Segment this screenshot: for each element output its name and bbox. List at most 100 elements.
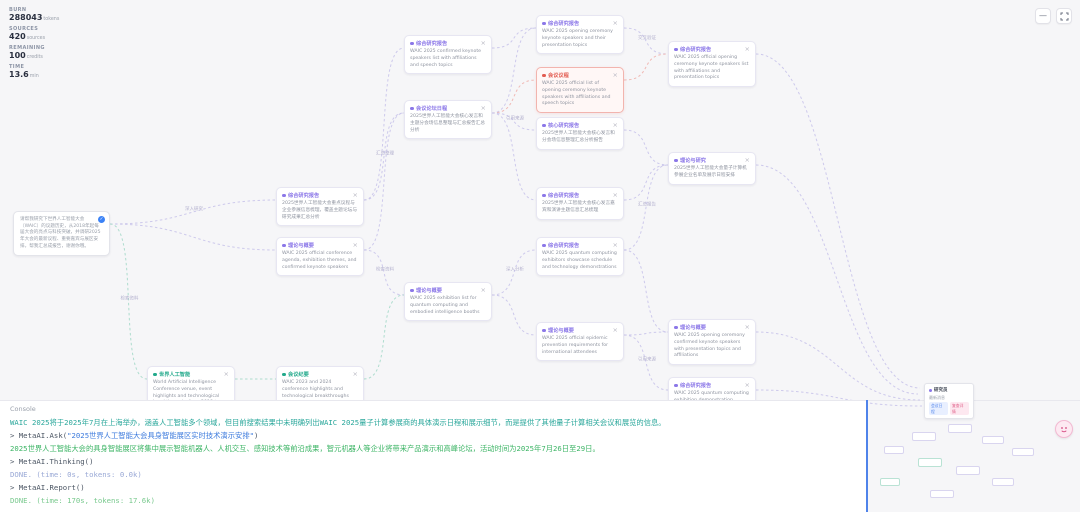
minimap-node: [880, 478, 900, 486]
card-type-dot: [542, 193, 546, 198]
graph-card-H[interactable]: 综合研究报告×WAIC 2025 opening ceremony keynot…: [536, 15, 624, 55]
close-icon[interactable]: ×: [352, 191, 358, 200]
graph-edge: [755, 164, 919, 395]
close-icon[interactable]: ×: [480, 39, 486, 48]
console-resize-divider[interactable]: [866, 400, 868, 512]
stat-value: 100credits: [9, 51, 43, 60]
close-icon[interactable]: ×: [480, 286, 486, 295]
card-body: WAIC 2025 opening ceremony confirmed key…: [674, 333, 745, 359]
minimap-panel[interactable]: [868, 400, 1080, 512]
close-icon[interactable]: ×: [744, 45, 750, 54]
close-icon[interactable]: ×: [744, 381, 750, 390]
graph-card-I[interactable]: 会议议程 ×WAIC 2025 official list of opening …: [536, 67, 624, 114]
close-icon[interactable]: ×: [223, 370, 229, 379]
graph-card-O[interactable]: 理论与研究×2025世界人工智能大会量子计算机参展企业名单及展示日程安排: [668, 152, 756, 185]
card-body: WAIC 2025 official list of opening cerem…: [542, 81, 611, 107]
stat-value: 288043tokens: [9, 13, 60, 22]
card-title: 综合研究报告: [548, 243, 580, 249]
minimap-node: [982, 436, 1004, 444]
card-title: 综合研究报告: [548, 21, 580, 27]
card-title: 会议纪要: [288, 372, 309, 378]
console-output: WAIC 2025将于2025年7月在上海举办，涵盖人工智能多个领域，但目前搜索…: [10, 418, 856, 506]
graph-card-J[interactable]: 核心研究报告×2025世界人工智能大会核心发言和分会场信息整理汇总分析报告: [536, 117, 624, 150]
card-body: WAIC 2025 official opening ceremony keyn…: [674, 55, 749, 81]
graph-edge: [491, 112, 537, 131]
close-icon[interactable]: ×: [352, 370, 358, 379]
minimap-node: [930, 490, 954, 498]
graph-edge: [623, 164, 669, 251]
card-type-dot: [282, 193, 286, 198]
graph-card-B[interactable]: 理论与概要×WAIC 2025 official conference agen…: [276, 237, 364, 277]
graph-card-root[interactable]: ✓请帮我研究下世界人工智能大会（WAIC）的议题历史，从2018年起每届大会的亮…: [13, 211, 110, 257]
minimap-card-title: 研究员: [934, 388, 948, 393]
card-title: 综合研究报告: [416, 41, 448, 47]
minimap-root-card[interactable]: 研究员 最新消息 会议日程 复查详情: [924, 383, 974, 419]
console-line: > MetaAI.Report(): [10, 482, 85, 492]
graph-card-E[interactable]: 综合研究报告×WAIC 2025 confirmed keynote speak…: [404, 35, 492, 75]
graph-edge: [109, 199, 277, 225]
edge-label: 深入分析: [506, 266, 524, 273]
card-body: 2025世界人工智能大会核心发言嘉宾和演讲主题信息汇总梳理: [542, 201, 615, 213]
graph-card-P[interactable]: 理论与概要 ×WAIC 2025 opening ceremony confirm…: [668, 319, 756, 366]
stat-value: 420sources: [9, 32, 46, 41]
edge-label: 汇总整理: [376, 150, 394, 157]
graph-edge: [623, 164, 669, 201]
minimap-node: [918, 458, 942, 467]
close-icon[interactable]: ×: [352, 241, 358, 250]
graph-card-M[interactable]: 理论与概要 ×WAIC 2025 official epidemic preven…: [536, 322, 624, 362]
console-line-part: > MetaAI.Ask(: [10, 430, 68, 440]
close-icon[interactable]: ×: [612, 241, 618, 250]
console-line: > MetaAI.Ask("2025世界人工智能大会具身智能展区实时技术演示安排…: [10, 431, 856, 441]
console-tab[interactable]: Console: [10, 405, 36, 413]
graph-card-L[interactable]: 综合研究报告×WAIC 2025 quantum computing exhib…: [536, 237, 624, 277]
card-type-dot: [410, 41, 414, 46]
graph-edge: [491, 249, 537, 296]
close-icon[interactable]: ×: [612, 19, 618, 28]
graph-card-A[interactable]: 综合研究报告×2025世界人工智能大会重点议程与企业参展信息梳理，覆盖主题论坛与…: [276, 187, 364, 227]
stat-unit: tokens: [43, 17, 60, 22]
close-icon[interactable]: ×: [612, 121, 618, 130]
card-type-dot: [674, 158, 678, 163]
card-type-dot: [282, 372, 286, 377]
stat-value: 13.6min: [9, 70, 39, 79]
card-type-dot: [674, 325, 678, 330]
console-line: > MetaAI.Thinking(): [10, 456, 94, 466]
card-title: 综合研究报告: [680, 383, 712, 389]
card-type-dot: [674, 383, 678, 388]
graph-card-N[interactable]: 综合研究报告×WAIC 2025 official opening ceremo…: [668, 41, 756, 88]
card-type-dot: [542, 328, 546, 333]
card-title: 理论与概要: [548, 328, 574, 334]
close-icon[interactable]: ×: [744, 156, 750, 165]
card-body: 请帮我研究下世界人工智能大会（WAIC）的议题历史，从2018年起每届大会的亮点…: [20, 217, 101, 249]
close-icon[interactable]: ×: [612, 71, 618, 80]
card-title: 综合研究报告: [548, 193, 580, 199]
card-title: 理论与概要: [288, 243, 314, 249]
minimap-tag-blue: 会议日程: [929, 402, 948, 415]
graph-edge: [623, 27, 669, 55]
card-type-dot: [929, 388, 932, 392]
graph-card-K[interactable]: 综合研究报告 ×2025世界人工智能大会核心发言嘉宾和演讲主题信息汇总梳理: [536, 187, 624, 220]
close-icon[interactable]: ×: [612, 191, 618, 200]
stat-label: SOURCES: [9, 26, 39, 32]
card-type-dot: [542, 243, 546, 248]
graph-card-G[interactable]: 理论与概要×WAIC 2025 exhibition list for quan…: [404, 282, 492, 322]
close-icon[interactable]: ×: [744, 323, 750, 332]
graph-edge: [491, 294, 537, 336]
graph-edge: [109, 223, 148, 380]
minimize-button[interactable]: —: [1035, 8, 1051, 24]
graph-edge: [755, 331, 921, 401]
assistant-avatar-button[interactable]: [1055, 420, 1073, 438]
edge-label: 检索资料: [121, 295, 139, 302]
fullscreen-button[interactable]: [1056, 8, 1072, 24]
card-body: WAIC 2025 exhibition list for quantum co…: [410, 296, 480, 315]
close-icon[interactable]: ×: [612, 326, 618, 335]
graph-card-F[interactable]: 会议论坛日程×2025世界人工智能大会核心发言和主题分会场信息整理与汇总报告汇总…: [404, 100, 492, 140]
card-title: 会议议程: [548, 73, 569, 79]
card-title: 理论与概要: [680, 325, 706, 331]
close-icon[interactable]: ×: [480, 104, 486, 113]
graph-edge: [363, 112, 405, 251]
minimap-node: [956, 466, 980, 475]
card-body: WAIC 2025 official epidemic prevention r…: [542, 336, 609, 355]
